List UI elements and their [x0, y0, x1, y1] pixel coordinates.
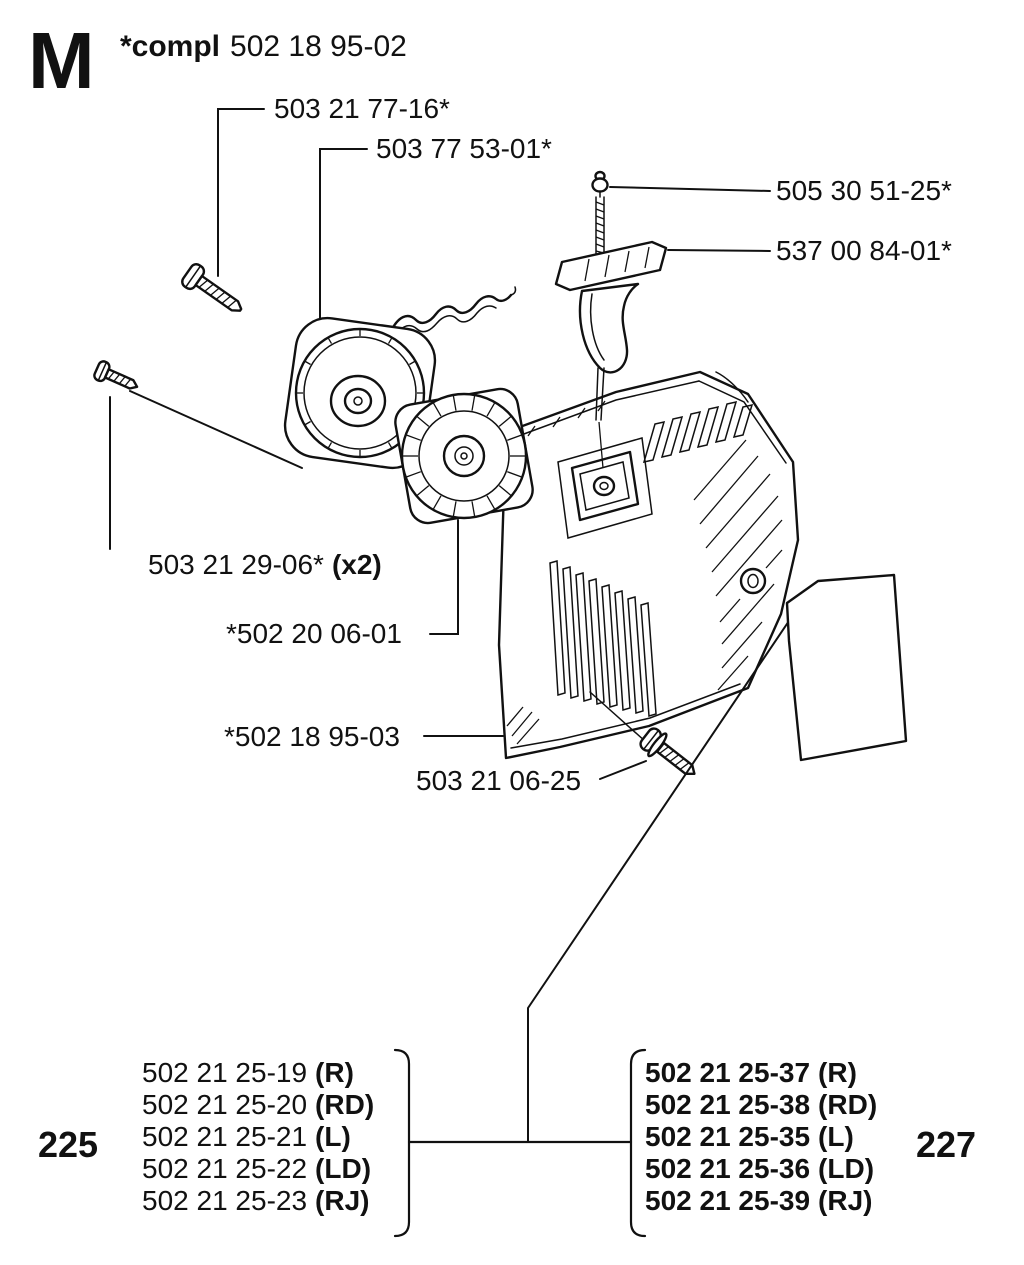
starter-handle-part	[554, 170, 668, 469]
information-decal-part	[785, 573, 908, 762]
cover-top-vent-slats	[642, 400, 754, 464]
part-variant-row: 502 21 25-39(RJ)	[645, 1185, 873, 1216]
callout-screw-top: 503 21 77-16*	[274, 93, 450, 124]
cover-rope-inlet	[557, 437, 653, 539]
cover-screw-boss	[739, 567, 767, 595]
callout-rope-drum: *502 20 06-01	[226, 618, 402, 649]
page-ref-left: 225	[38, 1124, 98, 1165]
left-variant-list: 502 21 25-19(R) 502 21 25-20(RD) 502 21 …	[142, 1057, 374, 1216]
section-letter: M	[28, 16, 95, 105]
decal-leader-line	[527, 611, 796, 1143]
part-variant-row: 502 21 25-23(RJ)	[142, 1185, 370, 1216]
part-variant-row: 502 21 25-36(LD)	[645, 1153, 874, 1184]
cover-side-vent-slats	[549, 560, 657, 717]
callout-screw-pair: 503 21 29-06*(x2)	[148, 549, 382, 580]
leader-screw-bottom	[599, 760, 647, 780]
leader-screw-top	[217, 108, 265, 277]
leader-handle	[667, 249, 771, 252]
part-variant-row: 502 21 25-38(RD)	[645, 1089, 877, 1120]
cover-shading-hatch	[693, 439, 783, 691]
rope-knob-part	[591, 170, 609, 198]
part-variant-row: 502 21 25-37(R)	[645, 1057, 857, 1088]
callout-handle: 537 00 84-01*	[776, 235, 952, 266]
leader-rope-knob	[609, 186, 771, 192]
part-variant-row: 502 21 25-19(R)	[142, 1057, 354, 1088]
screw-bottom-part	[639, 727, 696, 776]
assembly-line-bottom-screw	[589, 691, 647, 743]
part-variant-row: 502 21 25-20(RD)	[142, 1089, 374, 1120]
leader-lines	[109, 108, 771, 780]
screw-top-part	[181, 263, 243, 312]
callout-cover: *502 18 95-03	[224, 721, 400, 752]
part-variant-row: 502 21 25-35(L)	[645, 1121, 854, 1152]
starter-rope-upper	[595, 196, 605, 257]
starter-cover-part	[497, 370, 800, 760]
leader-rope-drum	[429, 519, 459, 635]
right-variant-list: 502 21 25-37(R) 502 21 25-38(RD) 502 21 …	[645, 1057, 877, 1216]
cover-lip-hatch	[506, 706, 540, 745]
left-group-bracket	[393, 1048, 411, 1238]
callout-pulley: 503 77 53-01*	[376, 133, 552, 164]
drum-radial-hatch	[403, 395, 525, 517]
part-variant-row: 502 21 25-22(LD)	[142, 1153, 371, 1184]
part-variant-row: 502 21 25-21(L)	[142, 1121, 351, 1152]
callout-rope-knob: 505 30 51-25*	[776, 175, 952, 206]
leader-pulley	[319, 148, 368, 342]
starter-rope-lower	[595, 367, 605, 469]
rope-drum-part	[394, 387, 534, 525]
page-ref-right: 227	[916, 1124, 976, 1165]
leader-screw-pair-diagonal	[129, 390, 303, 469]
screw-pair-part	[93, 360, 139, 390]
callout-screw-bottom: 503 21 06-25	[416, 765, 581, 796]
right-group-bracket	[629, 1048, 647, 1238]
